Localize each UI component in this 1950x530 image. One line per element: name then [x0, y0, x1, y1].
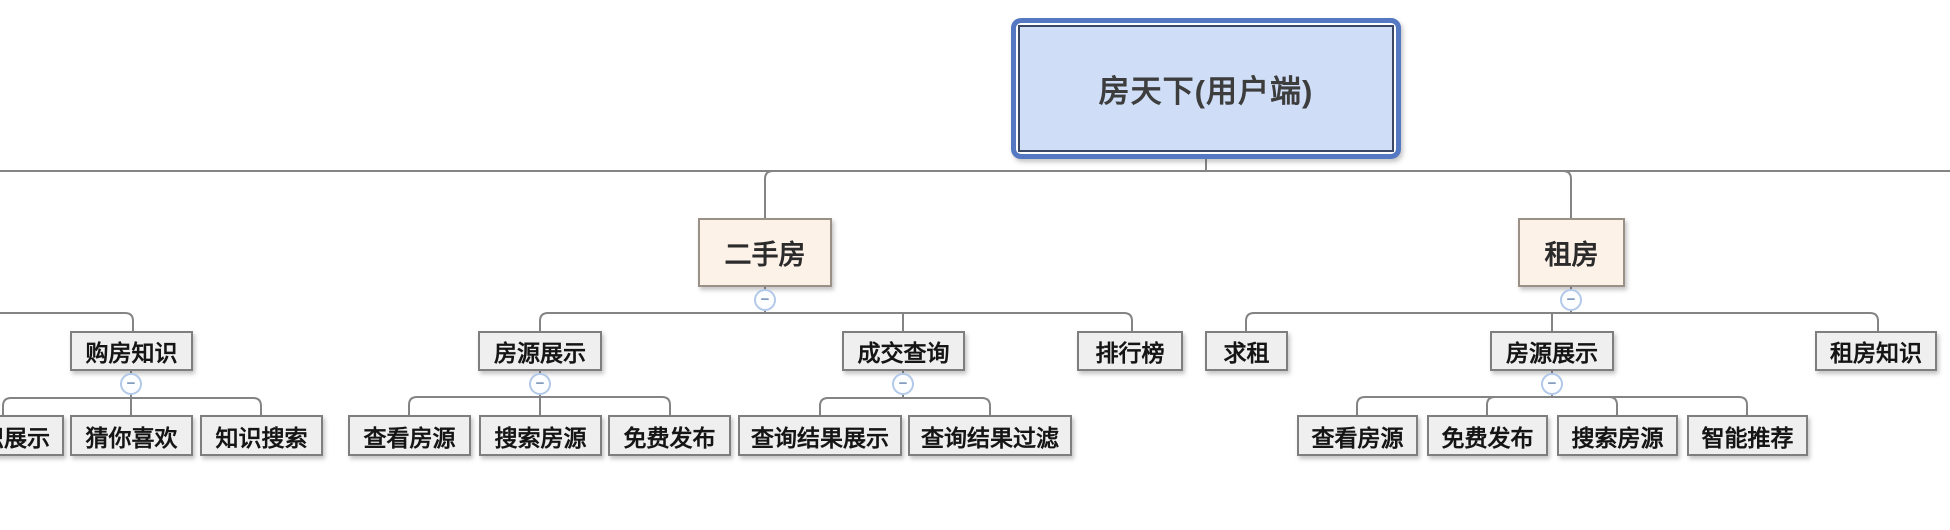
node-view-listings-1[interactable]: 查看房源: [348, 415, 471, 456]
minus-icon: −: [535, 374, 545, 392]
connector: [1245, 312, 1879, 331]
node-label: 知识搜索: [215, 424, 308, 451]
collapse-icon-house-buying-knowledge[interactable]: −: [120, 373, 142, 395]
connector: [1608, 396, 1618, 415]
root-topic-frame: 房天下(用户端): [1018, 25, 1394, 152]
node-renting-knowledge[interactable]: 租房知识: [1815, 331, 1937, 371]
node-label: 求租: [1223, 340, 1270, 366]
node-label: 免费发布: [623, 424, 716, 451]
connector: [1356, 396, 1748, 415]
connector: [408, 396, 671, 415]
collapse-icon-renting[interactable]: −: [1560, 289, 1582, 311]
node-label: 查询结果展示: [751, 424, 889, 451]
connector: [764, 170, 774, 218]
root-topic[interactable]: 房天下(用户端): [1011, 18, 1401, 159]
node-label: 搜索房源: [1571, 424, 1664, 451]
node-knowledge-search[interactable]: 知识搜索: [200, 415, 323, 456]
node-search-listings-1[interactable]: 搜索房源: [479, 415, 602, 456]
branch-label: 租房: [1544, 240, 1599, 270]
connector: [0, 312, 134, 331]
node-label: 排行榜: [1095, 340, 1165, 366]
node-query-result-filter[interactable]: 查询结果过滤: [908, 415, 1072, 456]
node-listing-display-1[interactable]: 房源展示: [478, 331, 602, 371]
node-label: 房源展示: [494, 340, 586, 366]
collapse-icon-deal-query[interactable]: −: [892, 373, 914, 395]
minus-icon: −: [760, 290, 770, 308]
collapse-icon-second-hand-housing[interactable]: −: [754, 289, 776, 311]
node-listing-display-2[interactable]: 房源展示: [1490, 331, 1614, 371]
node-query-result-display[interactable]: 查询结果展示: [738, 415, 902, 456]
node-label: 查询结果过滤: [921, 424, 1059, 451]
connector: [819, 397, 991, 415]
minus-icon: −: [1547, 374, 1557, 392]
node-house-buying-knowledge[interactable]: 购房知识: [70, 331, 193, 371]
node-label: 购房知识: [85, 340, 178, 366]
minus-icon: −: [898, 374, 908, 392]
branch-second-hand-housing[interactable]: 二手房: [698, 218, 832, 287]
node-label: 猜你喜欢: [85, 424, 178, 451]
connector: [1562, 170, 1572, 218]
node-free-publish-1[interactable]: 免费发布: [608, 415, 731, 456]
node-ranking-list[interactable]: 排行榜: [1077, 331, 1183, 371]
node-label: 成交查询: [857, 340, 950, 366]
node-label: 房源展示: [1506, 340, 1598, 366]
node-label: 查看房源: [1311, 424, 1404, 451]
node-label: 租房知识: [1830, 340, 1922, 366]
node-search-listings-2[interactable]: 搜索房源: [1557, 415, 1678, 456]
node-label: 搜索房源: [494, 424, 587, 451]
branch-label: 二手房: [724, 240, 806, 270]
collapse-icon-listing-display-1[interactable]: −: [529, 373, 551, 395]
node-rent-request[interactable]: 求租: [1205, 331, 1288, 371]
node-guess-you-like[interactable]: 猜你喜欢: [70, 415, 193, 456]
collapse-icon-listing-display-2[interactable]: −: [1541, 373, 1563, 395]
node-label: 查看房源: [363, 424, 456, 451]
node-view-listings-2[interactable]: 查看房源: [1297, 415, 1418, 456]
root-topic-label: 房天下(用户端): [1098, 74, 1314, 109]
minus-icon: −: [126, 374, 136, 392]
node-free-publish-2[interactable]: 免费发布: [1427, 415, 1548, 456]
node-deal-query[interactable]: 成交查询: [842, 331, 965, 371]
minus-icon: −: [1566, 290, 1576, 308]
connector: [1486, 396, 1496, 415]
node-label: 免费发布: [1441, 424, 1534, 451]
connector: [2, 397, 262, 415]
connector: [539, 312, 1133, 331]
node-smart-recommend[interactable]: 智能推荐: [1687, 415, 1808, 456]
node-label: 智能推荐: [1701, 424, 1794, 451]
branch-renting[interactable]: 租房: [1518, 218, 1625, 287]
